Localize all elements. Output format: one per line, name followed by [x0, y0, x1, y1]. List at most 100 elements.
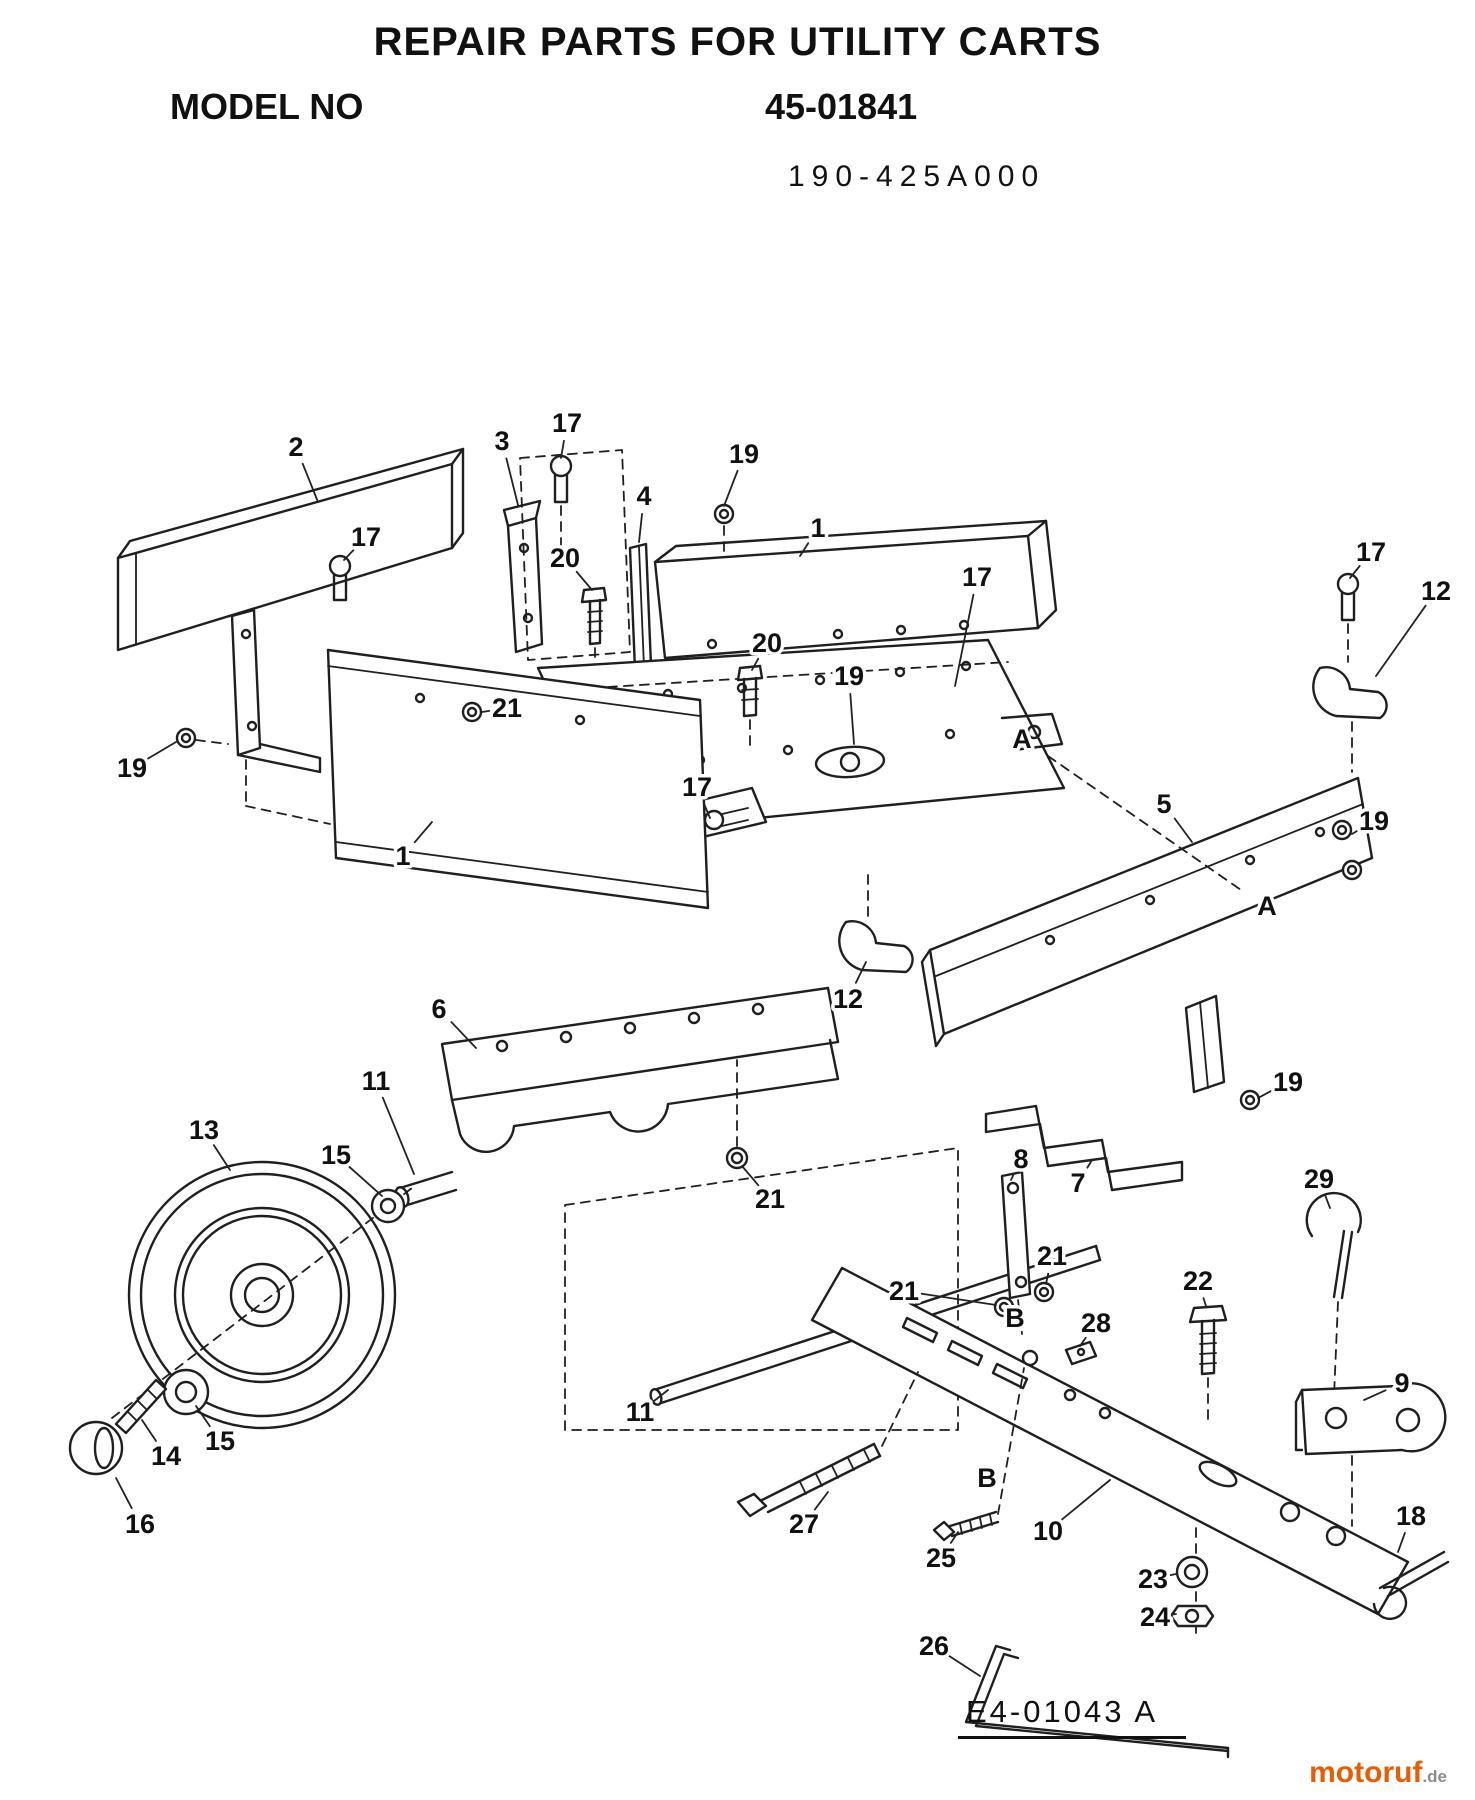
leader-line-23 — [1169, 1573, 1177, 1577]
watermark-tld: .de — [1422, 1767, 1447, 1786]
part-12-bracket-upper — [1312, 666, 1388, 773]
part-12-bracket-lower — [838, 867, 914, 974]
part-label-17: 17 — [962, 562, 992, 592]
part-label-5: 5 — [1156, 789, 1171, 819]
part-9-hitch-plate — [1294, 1382, 1447, 1527]
part-label-3: 3 — [494, 426, 509, 456]
leader-line-9 — [1363, 1389, 1387, 1401]
nut-21-c — [993, 1296, 1015, 1318]
page-title: REPAIR PARTS FOR UTILITY CARTS — [373, 20, 1102, 64]
part-label-1: 1 — [810, 513, 825, 543]
leader-line-11 — [653, 1389, 669, 1402]
part-18-cotter-pin — [1372, 1550, 1450, 1620]
leader-line-17 — [954, 593, 975, 687]
nut-19-rail — [1331, 819, 1363, 881]
leader-line-11 — [381, 1096, 415, 1175]
nut-21-d — [1033, 1281, 1055, 1303]
part-label-13: 13 — [189, 1115, 219, 1145]
leader-line-10 — [1061, 1479, 1111, 1521]
part-label-27: 27 — [789, 1509, 819, 1539]
part-label-19: 19 — [1273, 1067, 1303, 1097]
part-label-6: 6 — [431, 994, 446, 1024]
model-label: MODEL NO — [170, 86, 364, 127]
part-label-15: 15 — [205, 1426, 235, 1456]
part-label-26: 26 — [919, 1631, 949, 1661]
leader-line-19 — [1257, 1089, 1274, 1099]
part-label-17: 17 — [682, 772, 712, 802]
leader-line-19 — [1351, 829, 1360, 835]
part-label-15: 15 — [321, 1140, 351, 1170]
washer-15-inner — [370, 1188, 406, 1224]
part-label-12: 12 — [833, 984, 863, 1014]
leader-line-3 — [505, 457, 519, 506]
part-label-14: 14 — [151, 1441, 181, 1471]
part-label-24: 24 — [1140, 1602, 1170, 1632]
leader-line-12 — [854, 961, 867, 984]
leader-line-15 — [195, 1405, 211, 1428]
drawing-number: E4-01043 A — [958, 1694, 1187, 1739]
part-label-17: 17 — [1356, 537, 1386, 567]
part-2-back-panel — [116, 447, 465, 652]
bolt-17-b — [549, 454, 573, 553]
part-label-25: 25 — [926, 1543, 956, 1573]
leader-line-2 — [301, 462, 319, 503]
leader-line-20 — [751, 657, 760, 671]
part-label-19: 19 — [117, 753, 147, 783]
part-label-19: 19 — [1359, 806, 1389, 836]
alignment-box — [519, 449, 631, 661]
leader-line-17 — [703, 802, 711, 819]
leader-line-21 — [1045, 1272, 1050, 1285]
part-6-axle-housing — [394, 986, 840, 1208]
part-16-hub-cap — [68, 1420, 124, 1476]
nut-19-top — [713, 503, 735, 563]
leader-line-25 — [949, 1531, 959, 1544]
part-label-B: B — [1005, 1303, 1025, 1333]
part-label-21: 21 — [889, 1276, 919, 1306]
leader-line-7 — [1086, 1159, 1093, 1169]
part-5-frame-rail — [920, 776, 1374, 1094]
leader-line-16 — [115, 1477, 133, 1509]
washer-15-outer — [162, 1368, 210, 1416]
nut-19-bracket — [1239, 1089, 1261, 1111]
a-a-alignment-line — [1047, 755, 1245, 893]
part-label-20: 20 — [752, 628, 782, 658]
nut-19-left — [175, 727, 229, 749]
part-label-9: 9 — [1394, 1368, 1409, 1398]
variant-code: 190-425A000 — [788, 160, 1046, 193]
leader-line-17 — [343, 549, 355, 561]
leader-line-26 — [948, 1654, 981, 1677]
leader-line-15 — [348, 1166, 383, 1197]
leader-line-1 — [413, 821, 433, 844]
leader-line-21 — [920, 1292, 997, 1306]
part-29-hook — [1305, 1191, 1362, 1397]
leader-line-28 — [1079, 1336, 1087, 1347]
leader-line-17 — [560, 439, 565, 459]
bolt-17-d — [1336, 572, 1360, 663]
leader-line-14 — [141, 1419, 157, 1442]
part-label-10: 10 — [1033, 1516, 1063, 1546]
leader-line-19 — [849, 693, 855, 745]
part-label-21: 21 — [1037, 1241, 1067, 1271]
part-label-2: 2 — [288, 432, 303, 462]
part-1-side-panel-right — [653, 519, 1058, 660]
part-label-16: 16 — [125, 1509, 155, 1539]
part-label-12: 12 — [1421, 576, 1451, 606]
part-label-11: 11 — [626, 1397, 655, 1427]
part-label-4: 4 — [636, 481, 651, 511]
leader-line-22 — [1202, 1297, 1207, 1307]
corner-bracket-left — [230, 608, 331, 825]
part-label-8: 8 — [1013, 1144, 1028, 1174]
part-label-17: 17 — [552, 408, 582, 438]
part-label-28: 28 — [1081, 1308, 1111, 1338]
part-label-29: 29 — [1304, 1164, 1334, 1194]
leader-line-6 — [450, 1021, 477, 1049]
part-label-19: 19 — [729, 439, 759, 469]
washer-23 — [1175, 1527, 1209, 1637]
part-label-1: 1 — [395, 841, 410, 871]
part-label-22: 22 — [1183, 1266, 1213, 1296]
leader-line-18 — [1397, 1532, 1406, 1553]
leader-line-13 — [212, 1144, 231, 1171]
